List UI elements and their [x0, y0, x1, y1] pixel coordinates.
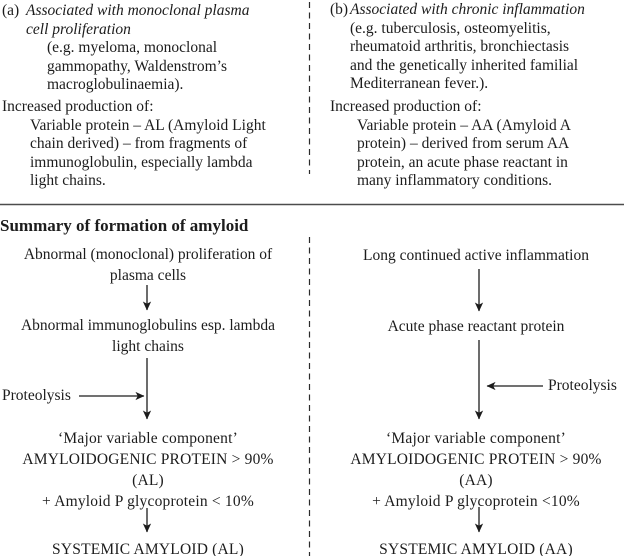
- text-line: Variable protein – AL (Amyloid Light: [30, 116, 266, 134]
- text-line: (AL): [132, 472, 164, 489]
- flow-right-proteolysis-label: Proteolysis: [548, 377, 617, 394]
- flow-right-step2: Acute phase reactant protein: [328, 316, 624, 337]
- panel-a-heading: (a) Associated with monoclonal plasma ce…: [2, 2, 308, 39]
- text-line: plasma cells: [109, 267, 187, 284]
- panel-b: (b) Associated with chronic inflammation…: [330, 1, 624, 94]
- text-line: light chains.: [30, 172, 106, 189]
- panel-b-production-lines: Variable protein – AA (Amyloid A protein…: [330, 117, 624, 191]
- panel-b-label: (b): [330, 1, 349, 18]
- text-line: ‘Major variable component’: [58, 430, 238, 447]
- text-line: Variable protein – AA (Amyloid A: [357, 116, 571, 134]
- text-line: protein, an acute phase reactant in: [357, 153, 568, 171]
- panel-b-examples: (e.g. tuberculosis, osteomyelitis, rheum…: [330, 20, 624, 94]
- text-line: + Amyloid P glycoprotein < 10%: [42, 493, 254, 510]
- text-line: (e.g. tuberculosis, osteomyelitis,: [350, 19, 551, 37]
- flow-left-step1: Abnormal (monoclonal) proliferation of p…: [0, 244, 296, 286]
- text-line: (AA): [459, 472, 493, 489]
- panel-b-production-title: Increased production of:: [330, 98, 482, 115]
- flow-left-component: ‘Major variable component’ AMYLOIDOGENIC…: [0, 428, 296, 512]
- panel-b-heading-line: Associated with chronic inflammation: [350, 1, 585, 18]
- summary-title: Summary of formation of amyloid: [0, 216, 249, 235]
- text-line: Mediterranean fever.).: [350, 75, 489, 92]
- flow-right-result: SYSTEMIC AMYLOID (AA): [379, 541, 573, 556]
- text-line: many inflammatory conditions.: [357, 172, 553, 189]
- flow-right-component: ‘Major variable component’ AMYLOIDOGENIC…: [328, 428, 624, 512]
- text-line: light chains: [112, 338, 184, 355]
- panel-b-production: Increased production of: Variable protei…: [330, 98, 624, 191]
- panel-a-heading-line: cell proliferation: [26, 20, 131, 38]
- panel-a-production-title: Increased production of:: [2, 98, 154, 115]
- text-line: immunoglobulin, especially lambda: [30, 153, 253, 171]
- text-line: rheumatoid arthritis, bronchiectasis: [350, 38, 570, 55]
- text-line: Acute phase reactant protein: [387, 318, 565, 335]
- text-line: Abnormal (monoclonal) proliferation of: [23, 246, 273, 263]
- text-line: Abnormal immunoglobulins esp. lambda: [20, 317, 275, 334]
- flow-left-step2: Abnormal immunoglobulins esp. lambda lig…: [0, 315, 296, 357]
- text-line: AMYLOIDOGENIC PROTEIN > 90%: [22, 451, 274, 468]
- flow-left-result: SYSTEMIC AMYLOID (AL): [52, 541, 244, 556]
- text-line: protein) – derived from serum AA: [357, 135, 570, 152]
- flow-left-proteolysis-label: Proteolysis: [2, 387, 71, 404]
- text-line: macroglobulinaemia).: [47, 76, 184, 93]
- flow-right-step1: Long continued active inflammation: [328, 245, 624, 266]
- text-line: + Amyloid P glycoprotein <10%: [372, 493, 580, 510]
- panel-b-heading: (b) Associated with chronic inflammation: [330, 1, 624, 20]
- text-line: (e.g. myeloma, monoclonal: [47, 39, 218, 56]
- text-line: Long continued active inflammation: [363, 247, 589, 264]
- text-line: and the genetically inherited familial: [350, 56, 579, 74]
- panel-a-examples: (e.g. myeloma, monoclonal gammopathy, Wa…: [2, 39, 308, 95]
- panel-a-production: Increased production of: Variable protei…: [2, 98, 308, 191]
- panel-a: (a) Associated with monoclonal plasma ce…: [2, 2, 308, 95]
- text-line: gammopathy, Waldenstrom’s: [47, 57, 227, 75]
- panel-a-heading-line: Associated with monoclonal plasma: [26, 2, 250, 19]
- panel-a-production-lines: Variable protein – AL (Amyloid Light cha…: [2, 117, 308, 191]
- panel-a-label: (a): [2, 2, 20, 19]
- text-line: AMYLOIDOGENIC PROTEIN > 90%: [350, 451, 602, 468]
- text-line: ‘Major variable component’: [386, 430, 566, 447]
- text-line: chain derived) – from fragments of: [30, 135, 248, 152]
